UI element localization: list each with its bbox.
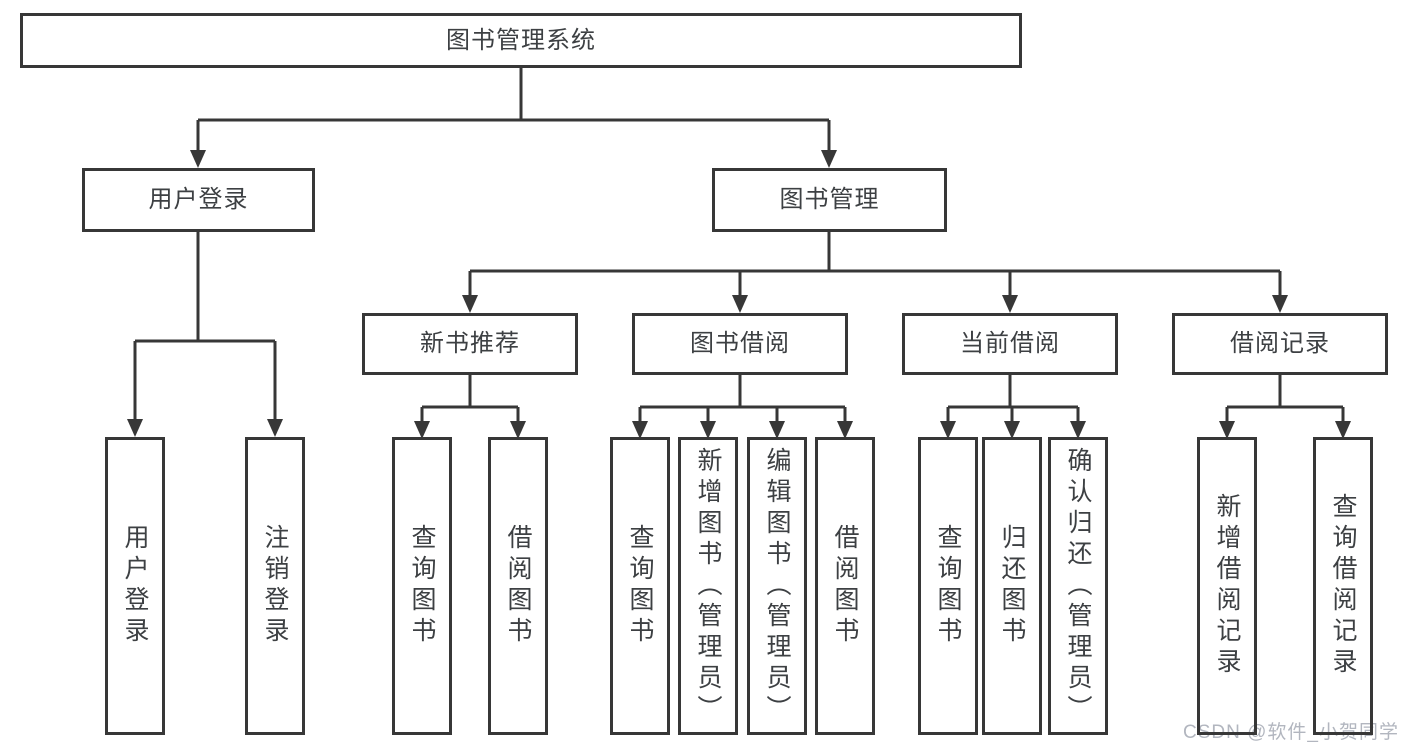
leaf-query-books-1: 查询图书 bbox=[392, 437, 452, 735]
leaf-return-books: 归还图书 bbox=[982, 437, 1042, 735]
leaf-query-books-2: 查询图书 bbox=[610, 437, 670, 735]
leaf-add-borrow-record: 新增借阅记录 bbox=[1197, 437, 1257, 735]
leaf-add-books-admin: 新增图书（管理员） bbox=[678, 437, 738, 735]
leaf-logout: 注销登录 bbox=[245, 437, 305, 735]
node-new-book-recommend: 新书推荐 bbox=[362, 313, 578, 375]
node-book-management: 图书管理 bbox=[712, 168, 947, 232]
leaf-user-login: 用户登录 bbox=[105, 437, 165, 735]
node-library-management-system: 图书管理系统 bbox=[20, 13, 1022, 68]
leaf-borrow-books-2: 借阅图书 bbox=[815, 437, 875, 735]
leaf-query-borrow-record: 查询借阅记录 bbox=[1313, 437, 1373, 735]
leaf-edit-books-admin: 编辑图书（管理员） bbox=[747, 437, 807, 735]
leaf-confirm-return-admin: 确认归还（管理员） bbox=[1048, 437, 1108, 735]
node-borrow-records: 借阅记录 bbox=[1172, 313, 1388, 375]
csdn-watermark: CSDN @软件_小贺同学 bbox=[1183, 722, 1399, 743]
leaf-query-books-3: 查询图书 bbox=[918, 437, 978, 735]
leaf-borrow-books-1: 借阅图书 bbox=[488, 437, 548, 735]
node-current-borrow: 当前借阅 bbox=[902, 313, 1118, 375]
node-book-borrow: 图书借阅 bbox=[632, 313, 848, 375]
node-user-login: 用户登录 bbox=[82, 168, 315, 232]
